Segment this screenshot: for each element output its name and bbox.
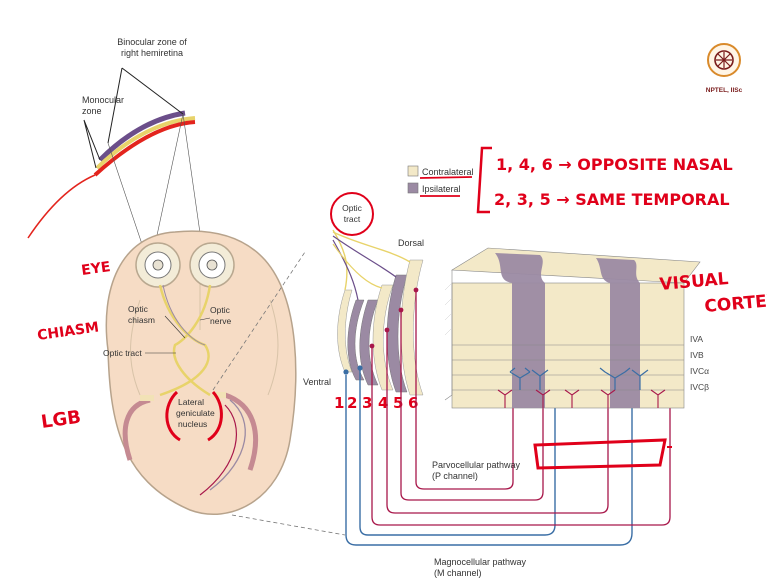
lgn-label: Lateral (178, 397, 204, 407)
logo-caption: NPTEL, IISc (706, 87, 743, 94)
cortex-layer-ivcb: IVCβ (690, 382, 709, 392)
legend-ipsilateral-swatch (408, 183, 418, 193)
optic-nerve-label: Optic (210, 305, 231, 315)
legend-contralateral-label: Contralateral (422, 167, 474, 177)
lgn-optic-tract-label-line2: tract (344, 214, 361, 224)
dorsal-label: Dorsal (398, 238, 424, 248)
cortex-layer-iva: IVA (690, 334, 703, 344)
annotation-eye: EYE (80, 259, 111, 279)
binocular-zone-label-line2: right hemiretina (121, 48, 183, 58)
parvo-pathway-sub: (P channel) (432, 471, 478, 481)
monocular-zone-label: Monocular (82, 95, 124, 105)
parvo-pathway-label: Parvocellular pathway (432, 460, 521, 470)
zoom-line-bottom (232, 515, 345, 535)
legend-ipsilateral-label: Ipsilateral (422, 184, 461, 194)
optic-chiasm-label: Optic (128, 304, 149, 314)
annotation-ipsi-line: 2, 3, 5 → SAME TEMPORAL (494, 190, 730, 209)
lgn-optic-tract-label: Optic (342, 203, 363, 213)
layer-number-2: 2 (347, 394, 357, 412)
layer-number-5: 5 (393, 394, 403, 412)
binocular-zone-label: Binocular zone of (117, 37, 187, 47)
magno-pathway-label: Magnocellular pathway (434, 557, 527, 567)
lgn-label-line2: geniculate (176, 408, 215, 418)
left-eye-icon (136, 243, 180, 287)
cortex-front-face (452, 283, 684, 408)
legend: Contralateral Ipsilateral (408, 166, 474, 196)
lgn-label-line3: nucleus (178, 419, 207, 429)
layer-number-1: 1 (334, 394, 344, 412)
nptel-logo: NPTEL, IISc (706, 44, 743, 94)
layer-number-3: 3 (362, 394, 372, 412)
optic-nerve-label-line2: nerve (210, 316, 232, 326)
bracket-annotation (478, 148, 492, 212)
cortex-layer-ivb: IVB (690, 350, 704, 360)
brain-diagram: Optic chiasm Optic nerve Optic tract Lat… (103, 231, 296, 514)
optic-chiasm-label-line2: chiasm (128, 315, 155, 325)
cortex-layer-ivca: IVCα (690, 366, 709, 376)
magno-pathway-sub: (M channel) (434, 568, 482, 578)
annotation-lgb: LGB (40, 407, 83, 433)
lgn-detail: Optic tract Dorsal Ventral 1 2 3 4 5 6 (303, 193, 424, 412)
right-eye-icon (190, 243, 234, 287)
optic-tract-label: Optic tract (103, 348, 142, 358)
layer-number-6: 6 (408, 394, 418, 412)
annotation-cortex: CORTEX (704, 290, 767, 317)
legend-contralateral-swatch (408, 166, 418, 176)
ventral-label: Ventral (303, 377, 331, 387)
monocular-zone-label-line2: zone (82, 106, 102, 116)
annotation-contra-line: 1, 4, 6 → OPPOSITE NASAL (496, 155, 733, 174)
annotation-chiasm: CHIASM (36, 319, 100, 343)
